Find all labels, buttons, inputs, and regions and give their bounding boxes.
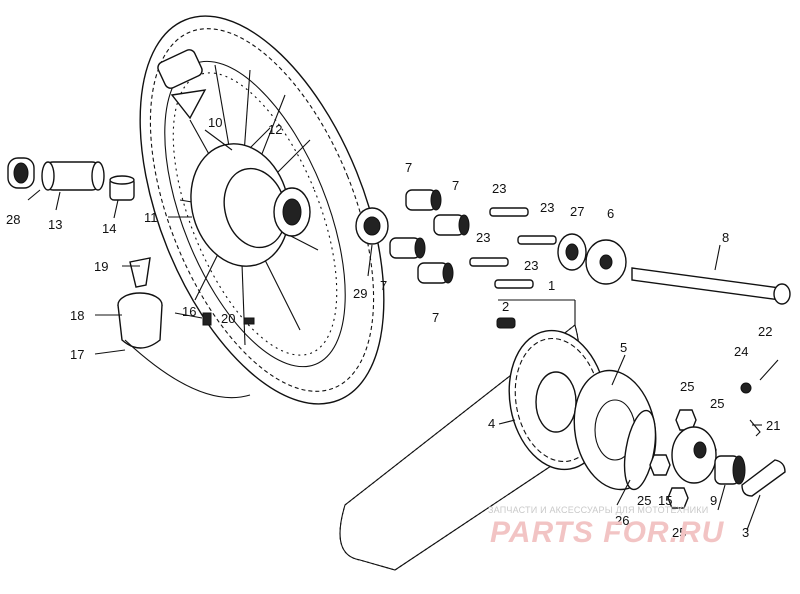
callout-25d: 25 — [672, 525, 686, 540]
callout-19: 19 — [94, 259, 108, 274]
callout-8: 8 — [722, 230, 729, 245]
callout-18: 18 — [70, 308, 84, 323]
callout-7b: 7 — [452, 178, 459, 193]
callout-27: 27 — [570, 204, 584, 219]
callout-17: 17 — [70, 347, 84, 362]
callout-7d: 7 — [432, 310, 439, 325]
callout-13: 13 — [48, 217, 62, 232]
callout-11: 11 — [144, 210, 158, 225]
callout-2: 2 — [502, 299, 509, 314]
callout-25a: 25 — [680, 379, 694, 394]
watermark: ЗАПЧАСТИ И АКСЕССУАРЫ ДЛЯ МОТОТЕХНИКИ PA… — [488, 505, 725, 549]
callout-25c: 25 — [637, 493, 651, 508]
callout-25b: 25 — [710, 396, 724, 411]
callout-5: 5 — [620, 340, 627, 355]
callout-26: 26 — [615, 513, 629, 528]
plate-5-seal-26 — [573, 369, 657, 491]
callout-23a: 23 — [492, 181, 506, 196]
watermark-brand: PARTS FOR.RU — [490, 516, 725, 549]
callout-23b: 23 — [540, 200, 554, 215]
callout-3: 3 — [742, 525, 749, 540]
watermark-tagline: ЗАПЧАСТИ И АКСЕССУАРЫ ДЛЯ МОТОТЕХНИКИ — [488, 505, 708, 515]
callout-7a: 7 — [405, 160, 412, 175]
bearing-29 — [355, 207, 389, 245]
callout-21: 21 — [766, 418, 780, 433]
callout-1: 1 — [548, 278, 555, 293]
callout-4: 4 — [488, 416, 495, 431]
callout-29: 29 — [353, 286, 367, 301]
callout-28: 28 — [6, 212, 20, 227]
studs-23 — [469, 207, 557, 289]
collars-7 — [389, 189, 470, 284]
callout-10: 10 — [208, 115, 222, 130]
callout-23c: 23 — [476, 230, 490, 245]
callout-9: 9 — [710, 493, 717, 508]
callout-6: 6 — [607, 206, 614, 221]
callout-7c: 7 — [380, 278, 387, 293]
callout-16: 16 — [182, 304, 196, 319]
small-hardware — [649, 359, 786, 509]
callout-12: 12 — [268, 122, 282, 137]
callout-labels: 10 12 11 28 13 14 19 18 17 16 20 29 7 7 … — [6, 115, 780, 540]
callout-15: 15 — [658, 493, 672, 508]
flange-27-and-damper-6 — [557, 233, 627, 285]
callout-22: 22 — [758, 324, 772, 339]
rear-wheel-drawing — [117, 15, 385, 405]
axle-8 — [631, 267, 791, 305]
hub-left-parts — [7, 157, 135, 201]
callout-20: 20 — [221, 311, 235, 326]
callout-24: 24 — [734, 344, 748, 359]
callout-14: 14 — [102, 221, 116, 236]
callout-23d: 23 — [524, 258, 538, 273]
